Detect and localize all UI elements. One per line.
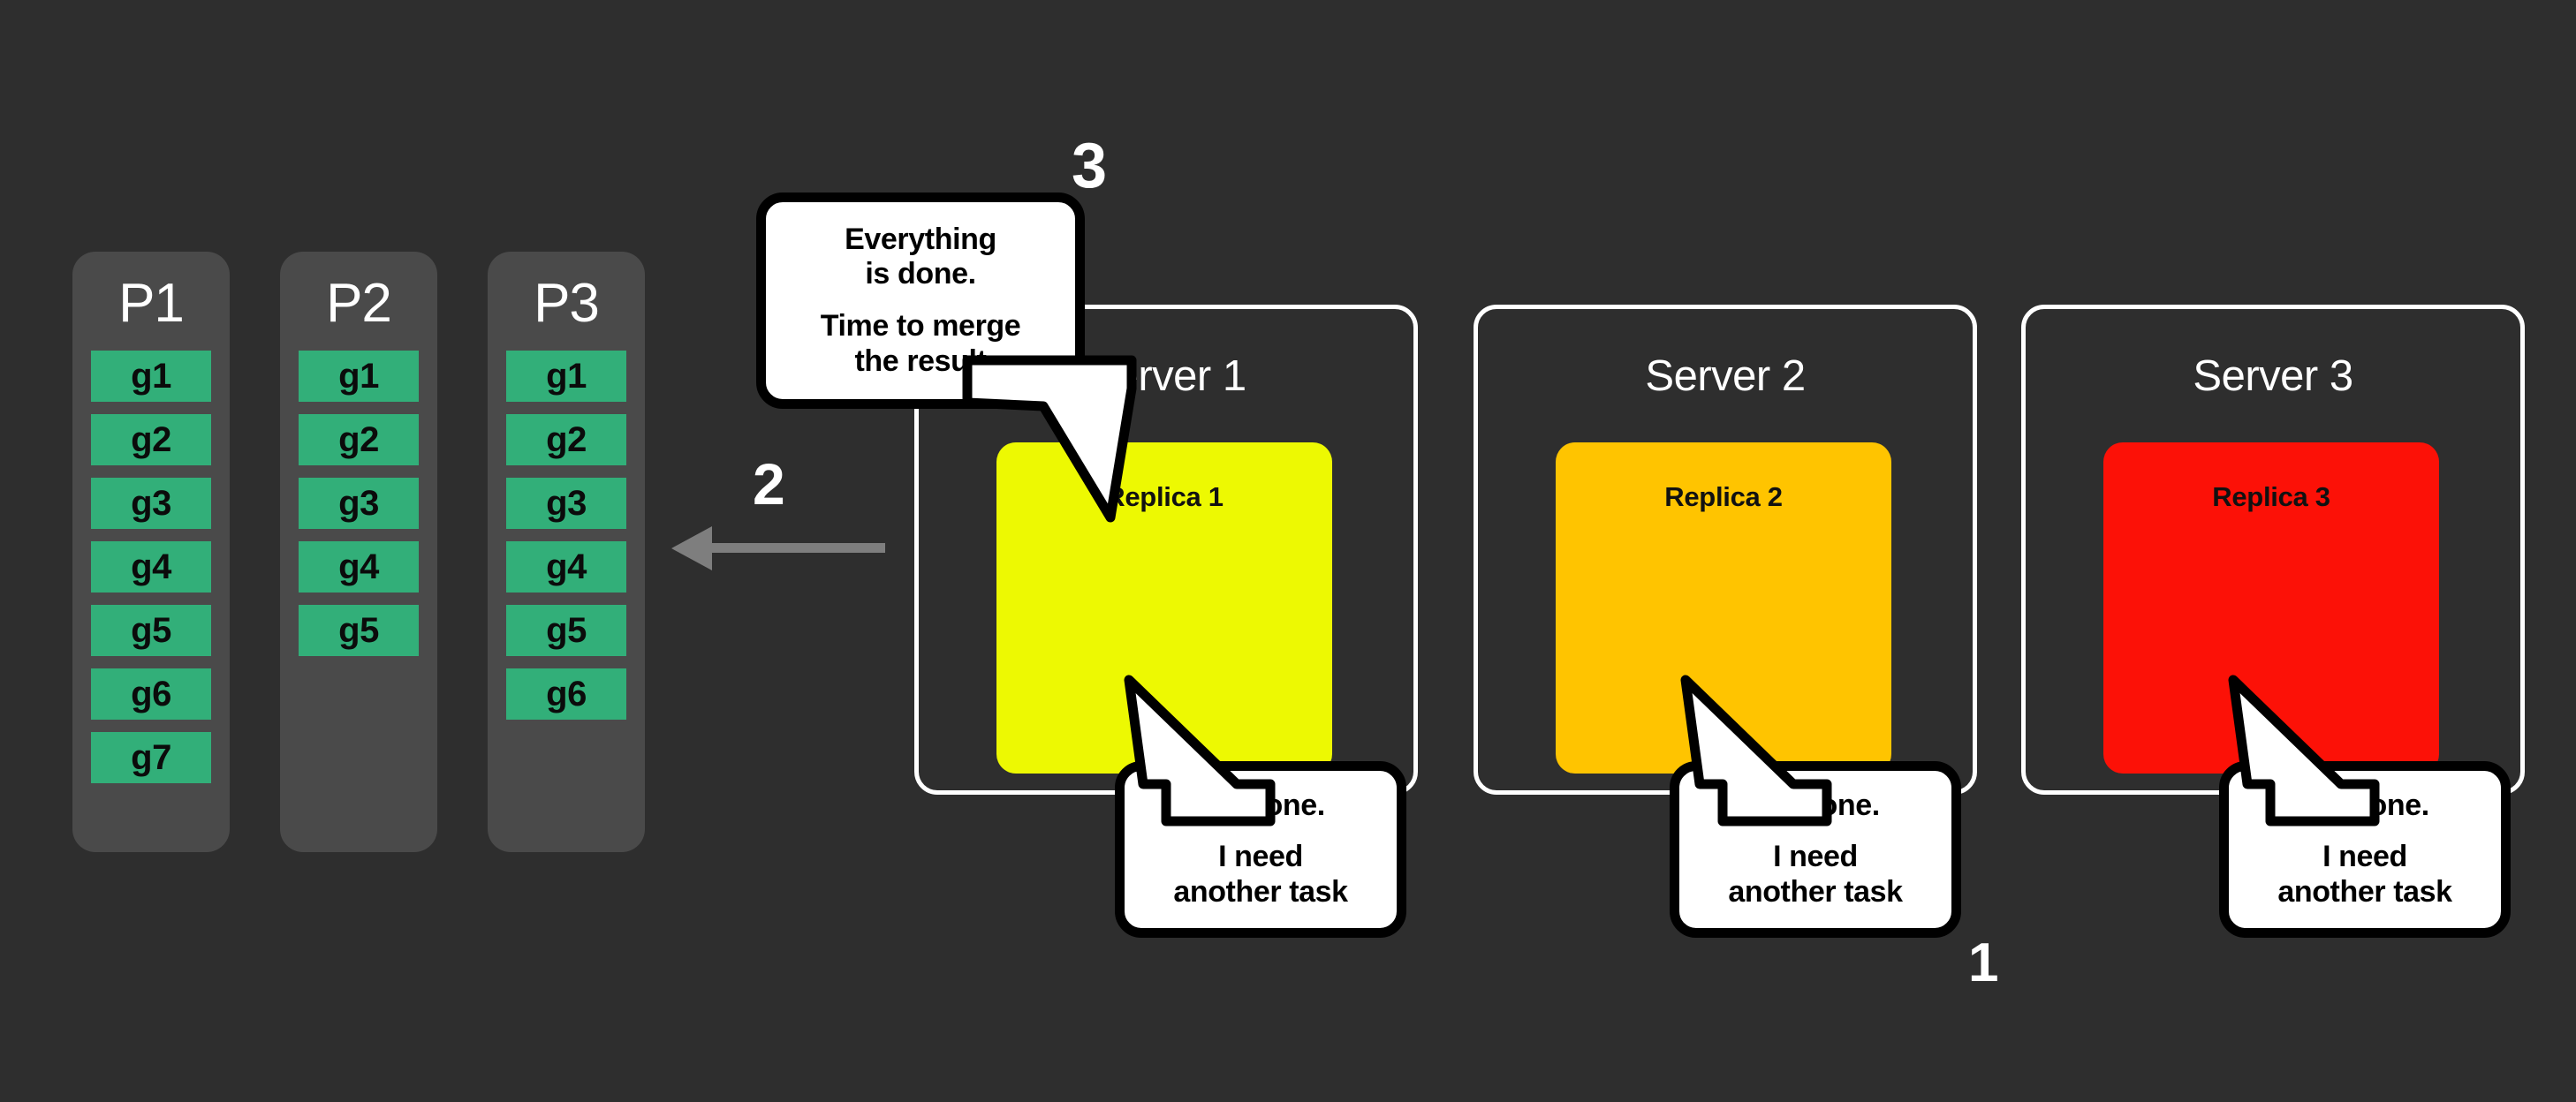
task-block: g1 bbox=[91, 351, 211, 402]
partition-title: P2 bbox=[326, 273, 392, 334]
task-block: g2 bbox=[299, 414, 419, 465]
done-line-3: another task bbox=[2277, 875, 2452, 910]
task-block: g4 bbox=[506, 541, 626, 593]
step-number-2: 2 bbox=[753, 451, 785, 517]
done-bubble-tail-2 bbox=[1670, 671, 1837, 830]
server-title: Server 3 bbox=[2193, 352, 2353, 400]
replica-label: Replica 2 bbox=[1664, 481, 1783, 512]
server-title: Server 2 bbox=[1645, 352, 1806, 400]
done-line-3: another task bbox=[1728, 875, 1903, 910]
partition-column-p3: P3 g1 g2 g3 g4 g5 g6 bbox=[488, 252, 645, 852]
merge-line-3: Time to merge bbox=[820, 308, 1021, 343]
task-block: g3 bbox=[91, 478, 211, 529]
done-bubble-tail-3 bbox=[2217, 671, 2385, 830]
done-line-2: I need bbox=[1773, 840, 1858, 874]
partition-column-p2: P2 g1 g2 g3 g4 g5 bbox=[280, 252, 437, 852]
task-block: g2 bbox=[91, 414, 211, 465]
done-line-2: I need bbox=[2322, 840, 2407, 874]
arrow-head-icon bbox=[671, 526, 712, 570]
merge-arrow: 2 bbox=[671, 451, 885, 578]
step-number-3: 3 bbox=[1072, 131, 1108, 201]
task-block: g5 bbox=[506, 605, 626, 656]
merge-line-1: Everything bbox=[845, 222, 996, 256]
step-number-1: 1 bbox=[1968, 932, 1999, 993]
task-block: g4 bbox=[299, 541, 419, 593]
replica-label: Replica 1 bbox=[1105, 481, 1224, 512]
task-block: g3 bbox=[506, 478, 626, 529]
done-line-3: another task bbox=[1173, 875, 1348, 910]
task-block: g6 bbox=[506, 668, 626, 720]
task-block: g1 bbox=[506, 351, 626, 402]
arrow-shaft bbox=[708, 543, 885, 553]
merge-line-2: is done. bbox=[865, 257, 976, 291]
task-block: g1 bbox=[299, 351, 419, 402]
task-block: g2 bbox=[506, 414, 626, 465]
task-block: g4 bbox=[91, 541, 211, 593]
partition-title: P1 bbox=[118, 273, 185, 334]
task-block: g6 bbox=[91, 668, 211, 720]
replica-label: Replica 3 bbox=[2212, 481, 2330, 512]
done-line-2: I need bbox=[1218, 840, 1303, 874]
task-block: g7 bbox=[91, 732, 211, 783]
partition-column-p1: P1 g1 g2 g3 g4 g5 g6 g7 bbox=[72, 252, 230, 852]
task-block: g3 bbox=[299, 478, 419, 529]
done-bubble-tail-1 bbox=[1113, 671, 1281, 830]
task-block: g5 bbox=[299, 605, 419, 656]
merge-bubble-tail bbox=[958, 353, 1144, 530]
task-block: g5 bbox=[91, 605, 211, 656]
partition-title: P3 bbox=[534, 273, 600, 334]
